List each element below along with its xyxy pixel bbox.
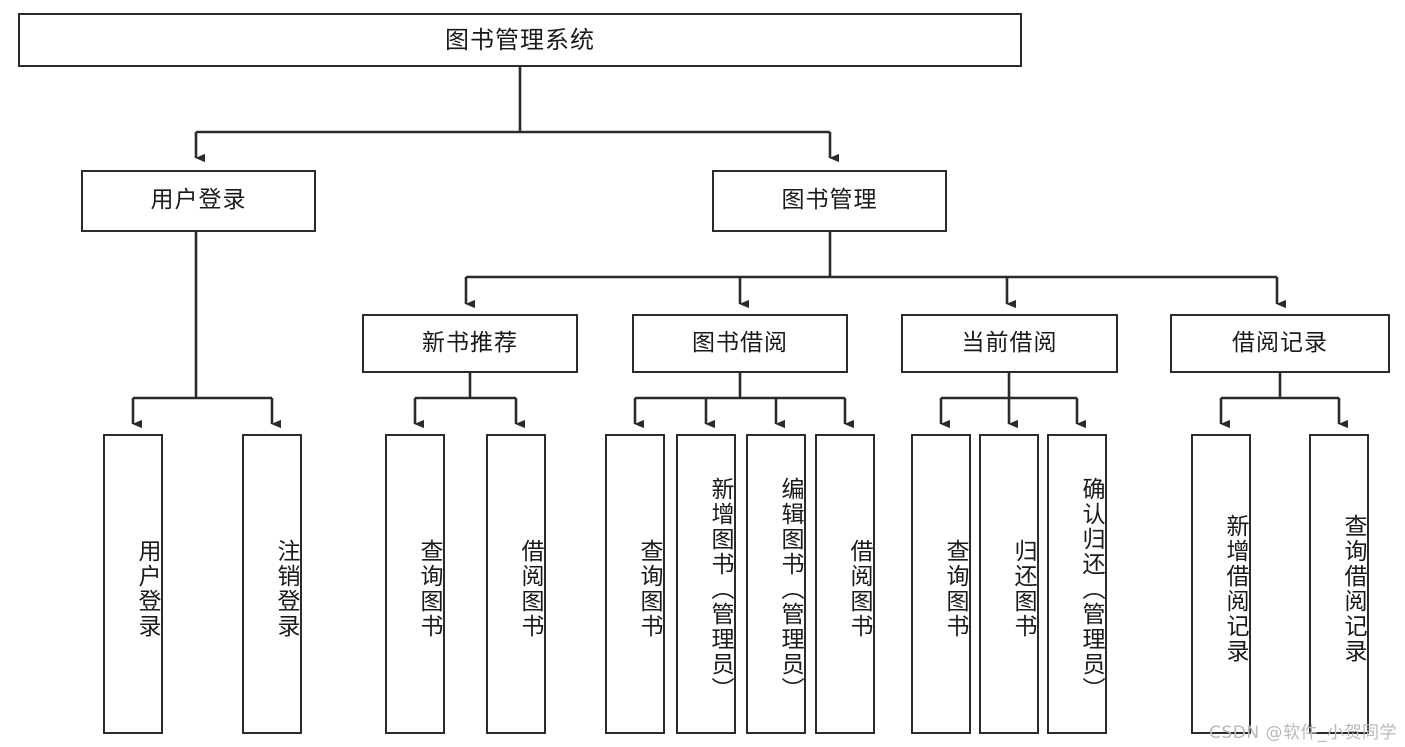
node-label: 归还图书 — [1010, 539, 1036, 639]
node-current-borrow[interactable]: 当前借阅 — [901, 314, 1118, 373]
node-label: 图书管理 — [781, 187, 878, 214]
node-label: 新增借阅记录 — [1222, 514, 1248, 664]
node-label: 图书借阅 — [692, 329, 788, 356]
leaf-borrow-borrow-book[interactable]: 借阅图书 — [815, 434, 875, 734]
leaf-borrow-query-book[interactable]: 查询图书 — [605, 434, 665, 734]
node-label: 借阅记录 — [1232, 329, 1328, 356]
node-label: 编辑图书（管理员） — [777, 476, 803, 702]
node-label: 注销登录 — [273, 539, 299, 639]
node-label: 确认归还（管理员） — [1078, 476, 1104, 702]
leaf-current-return-book[interactable]: 归还图书 — [979, 434, 1039, 734]
leaf-user-login-logout[interactable]: 注销登录 — [242, 434, 302, 734]
node-label: 新书推荐 — [422, 329, 518, 356]
leaf-borrow-edit-book-admin[interactable]: 编辑图书（管理员） — [746, 434, 806, 734]
node-book-management[interactable]: 图书管理 — [712, 170, 947, 232]
node-label: 查询借阅记录 — [1340, 514, 1366, 664]
leaf-user-login-login[interactable]: 用户登录 — [103, 434, 163, 734]
node-book-borrow[interactable]: 图书借阅 — [632, 314, 848, 373]
leaf-current-confirm-return-admin[interactable]: 确认归还（管理员） — [1047, 434, 1107, 734]
leaf-record-add-record[interactable]: 新增借阅记录 — [1191, 434, 1251, 734]
leaf-current-query-book[interactable]: 查询图书 — [911, 434, 971, 734]
leaf-recommend-query-book[interactable]: 查询图书 — [385, 434, 445, 734]
watermark-text: CSDN @软件_小贺同学 — [1209, 723, 1397, 743]
node-label: 用户登录 — [150, 187, 247, 214]
node-user-login[interactable]: 用户登录 — [81, 170, 316, 232]
node-label: 新增图书（管理员） — [707, 476, 733, 702]
node-new-book-recommend[interactable]: 新书推荐 — [362, 314, 578, 373]
node-label: 图书管理系统 — [445, 25, 595, 54]
node-label: 查询图书 — [416, 539, 442, 639]
node-label: 借阅图书 — [846, 539, 872, 639]
leaf-recommend-borrow-book[interactable]: 借阅图书 — [486, 434, 546, 734]
leaf-record-query-record[interactable]: 查询借阅记录 — [1309, 434, 1369, 734]
node-label: 查询图书 — [942, 539, 968, 639]
leaf-borrow-add-book-admin[interactable]: 新增图书（管理员） — [676, 434, 736, 734]
node-root-system[interactable]: 图书管理系统 — [18, 13, 1022, 67]
node-label: 当前借阅 — [961, 329, 1058, 356]
node-label: 查询图书 — [636, 539, 662, 639]
node-label: 借阅图书 — [517, 539, 543, 639]
node-borrow-record[interactable]: 借阅记录 — [1170, 314, 1390, 373]
node-label: 用户登录 — [134, 539, 160, 639]
